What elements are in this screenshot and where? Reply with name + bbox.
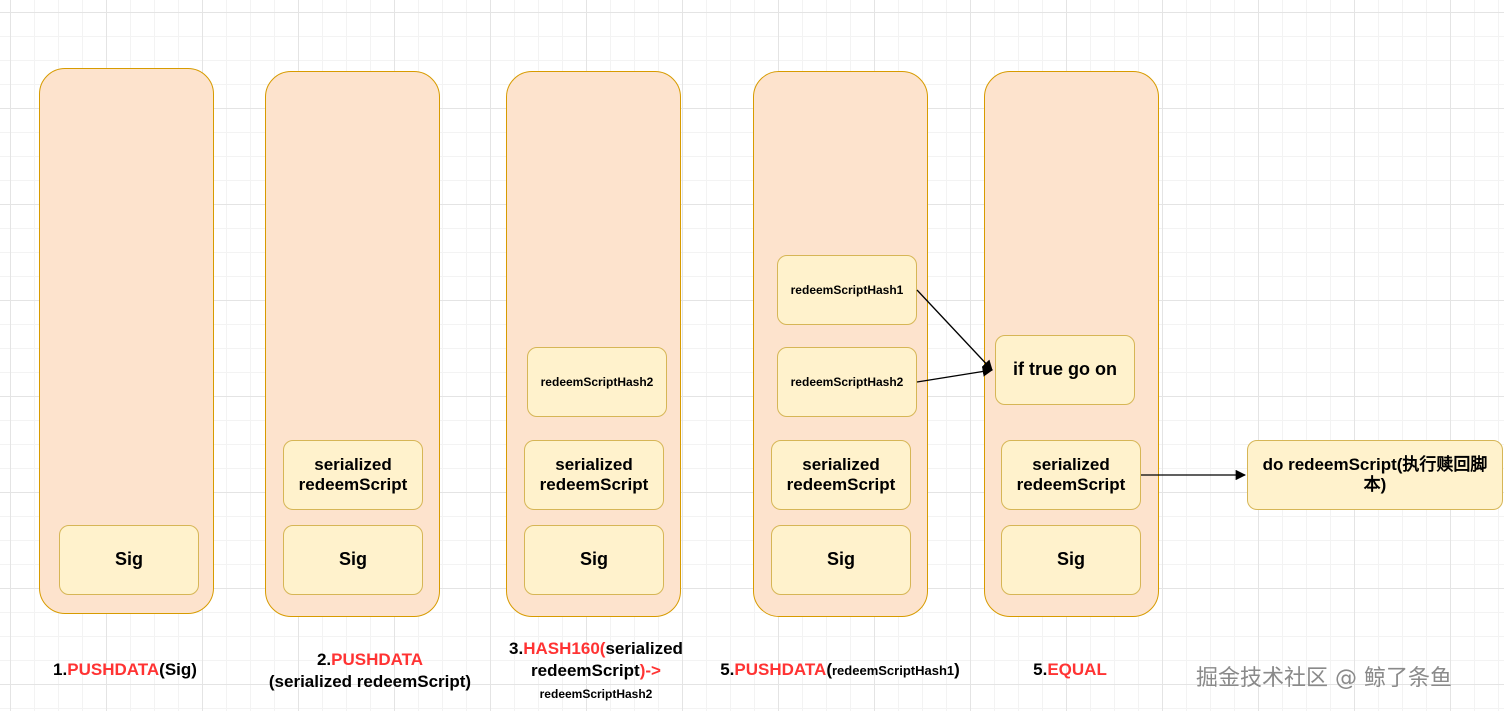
stack-2-item-serialized-redeemscript: serialized redeemScript	[283, 440, 423, 510]
stack-5-item-sig: Sig	[1001, 525, 1141, 595]
step-3-op-arrow: )->	[639, 661, 661, 681]
step-4-arg: redeemScriptHash1	[832, 663, 955, 678]
step-1-number: 1.	[53, 660, 68, 679]
step-3-op: HASH160(	[523, 639, 606, 658]
step-2-op: PUSHDATA	[331, 650, 424, 669]
step-3-arg: serialized redeemScript	[531, 639, 683, 681]
stack-1-item-sig: Sig	[59, 525, 199, 595]
stack-3-item-serialized-redeemscript: serialized redeemScript	[524, 440, 664, 510]
step-1-arg: (Sig)	[159, 660, 197, 679]
step-5-label: 5.EQUAL	[1010, 659, 1130, 681]
step-5-number: 5.	[1033, 660, 1048, 679]
step-4-op: PUSHDATA	[734, 660, 827, 679]
step-4-label: 5.PUSHDATA(redeemScriptHash1)	[690, 659, 990, 681]
step-3-number: 3.	[509, 639, 524, 658]
step-4-number: 5.	[720, 660, 735, 679]
step-1-label: 1.PUSHDATA(Sig)	[30, 659, 220, 681]
stack-4-item-redeemscripthash2: redeemScriptHash2	[777, 347, 917, 417]
step-4-close: )	[954, 660, 960, 679]
step-2-label: 2.PUSHDATA (serialized redeemScript)	[250, 649, 490, 693]
step-3-label: 3.HASH160(serialized redeemScript)-> red…	[496, 638, 696, 704]
stack-1	[39, 68, 214, 614]
watermark: 掘金技术社区 @ 鲸了条鱼	[1196, 666, 1452, 691]
stack-2-item-sig: Sig	[283, 525, 423, 595]
arrow-hash2-to-equal	[916, 366, 994, 383]
stack-3-item-sig: Sig	[524, 525, 664, 595]
step-5-op: EQUAL	[1047, 660, 1107, 679]
arrow-hash1-to-equal	[916, 289, 993, 371]
result-do-redeemscript: do redeemScript(执行赎回脚本)	[1247, 440, 1503, 510]
step-2-arg: (serialized redeemScript)	[268, 672, 472, 692]
stack-4-item-redeemscripthash1: redeemScriptHash1	[777, 255, 917, 325]
step-2-number: 2.	[316, 650, 332, 669]
stack-4-item-serialized-redeemscript: serialized redeemScript	[771, 440, 911, 510]
step-1-op: PUSHDATA	[67, 660, 160, 679]
step-3-result: redeemScriptHash2	[539, 687, 653, 702]
stack-3-item-redeemscripthash2: redeemScriptHash2	[527, 347, 667, 417]
stack-5-item-serialized-redeemscript: serialized redeemScript	[1001, 440, 1141, 510]
stack-4-item-sig: Sig	[771, 525, 911, 595]
step-4-open: (	[826, 660, 832, 679]
stack-5-item-if-true-go-on: if true go on	[995, 335, 1135, 405]
